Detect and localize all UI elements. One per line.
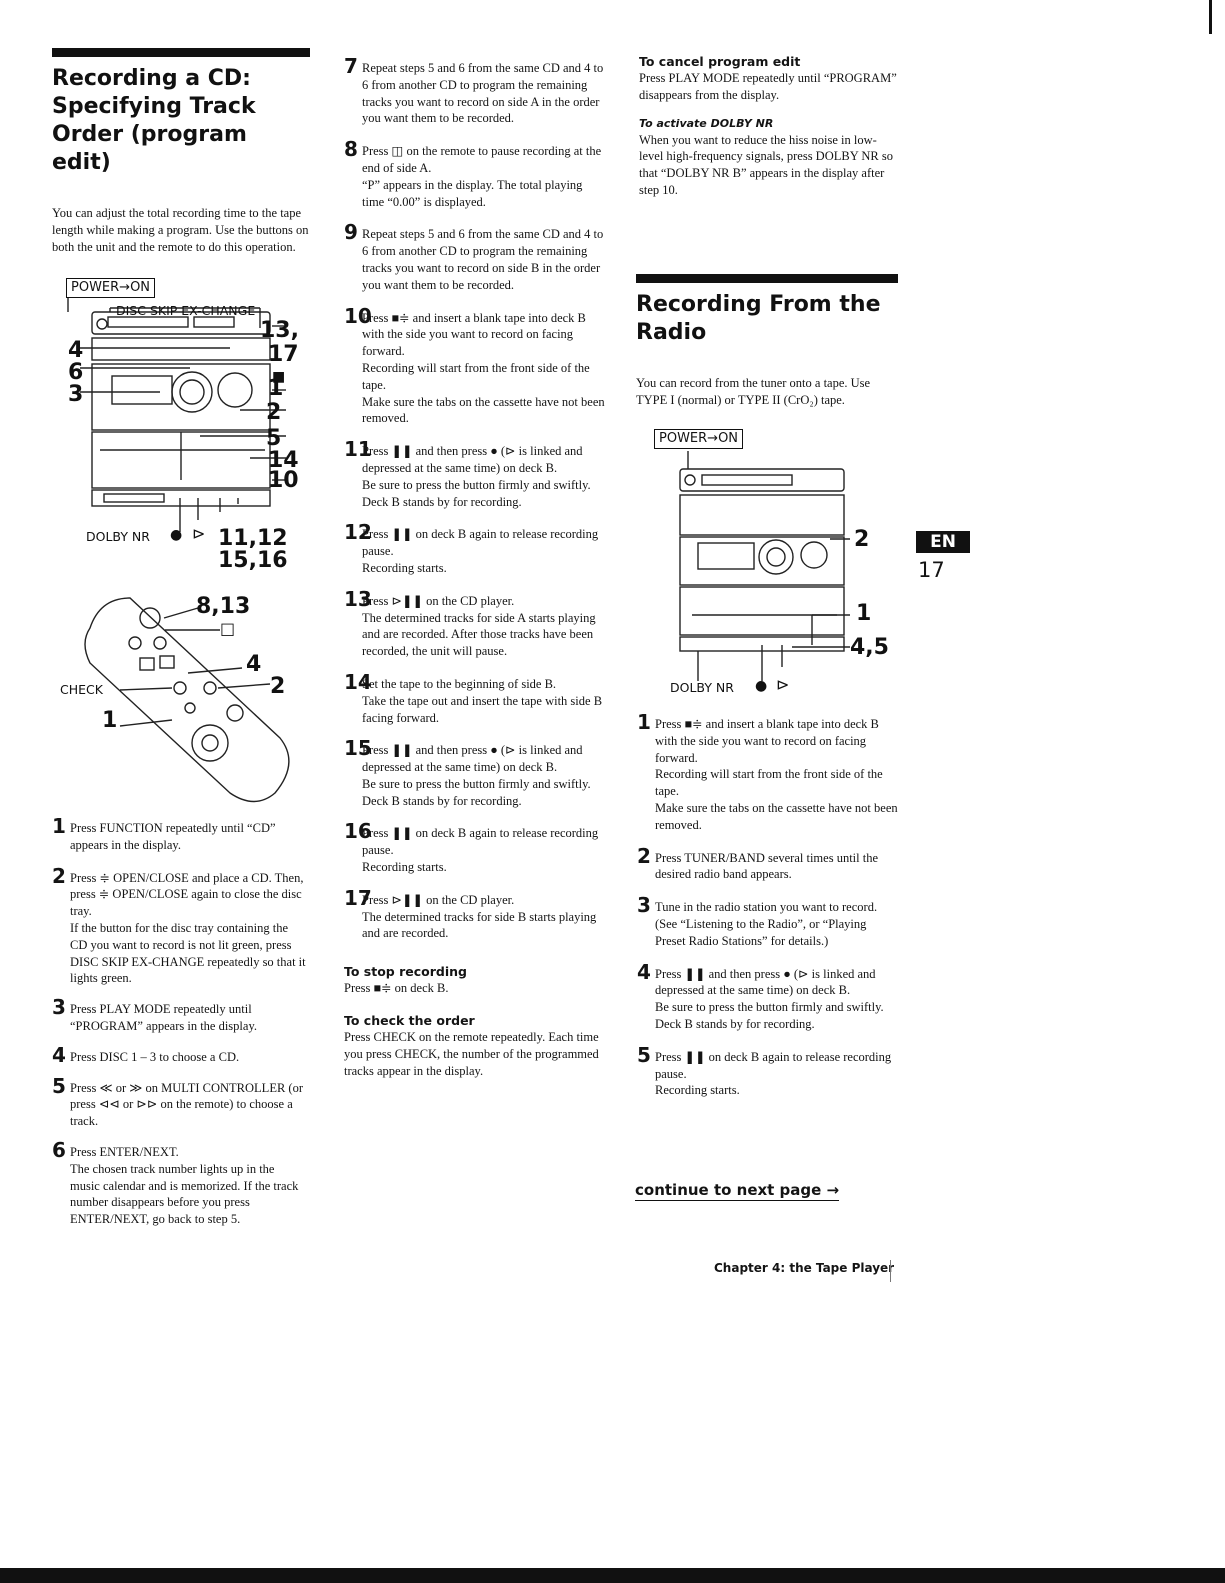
callout-1: 1 xyxy=(268,376,284,401)
callout-17: 17 xyxy=(268,342,299,367)
mid-step-11: 11 Press ❚❚ and then press ● (⊳ is linke… xyxy=(344,437,591,509)
radio-intro: You can record from the tuner onto a tap… xyxy=(636,376,871,407)
left-step-4: 4 Press DISC 1 – 3 to choose a CD. xyxy=(52,1042,240,1067)
callout-2: 2 xyxy=(266,400,282,425)
mid-step-8: 8 Press ◫ on the remote to pause recordi… xyxy=(344,137,602,209)
mid-step-10: 10 Press ■≑ and insert a blank tape into… xyxy=(344,303,605,426)
right-column: To cancel program edit Press PLAY MODE r… xyxy=(639,54,901,199)
remote-diagram: 8,13 □ 4 2 CHECK 1 xyxy=(60,588,320,813)
cancel-program-text: Press PLAY MODE repeatedly until “PROGRA… xyxy=(639,71,897,102)
radio-step-3: 3 Tune in the radio station you want to … xyxy=(637,893,878,948)
section-title-program-edit: Recording a CD: Specifying Track Order (… xyxy=(52,66,256,175)
left-step-3: 3 Press PLAY MODE repeatedly until “PROG… xyxy=(52,995,258,1033)
callout-remote-1: 1 xyxy=(102,708,118,733)
remote-control-illustration xyxy=(84,597,290,803)
radio-step-5: 5 Press ❚❚ on deck B again to release re… xyxy=(637,1042,892,1098)
callout-remote-4: 4 xyxy=(246,652,262,677)
left-step-6: 6 Press ENTER/NEXT. The chosen track num… xyxy=(52,1137,299,1227)
callout-11-12: 11,12 xyxy=(218,526,288,551)
language-badge: EN xyxy=(916,531,970,553)
middle-column: 7 Repeat steps 5 and 6 from the same CD … xyxy=(344,54,606,1079)
scan-bottom-bar xyxy=(0,1568,1225,1583)
radio-callout-4-5: 4,5 xyxy=(850,635,889,660)
mid-step-15: 15 Press ❚❚ and then press ● (⊳ is linke… xyxy=(344,736,591,808)
radio-power-on-label: POWER→ON xyxy=(654,429,744,449)
check-order-head: To check the order xyxy=(344,1013,475,1029)
left-step-2: 2 Press ≑ OPEN/CLOSE and place a CD. The… xyxy=(52,863,306,986)
program-edit-intro: You can adjust the total recording time … xyxy=(52,206,309,254)
stereo-unit-illustration xyxy=(67,294,286,532)
callout-stop: ■ xyxy=(272,369,286,385)
page-number: 17 xyxy=(918,558,945,582)
mid-step-16: 16 Press ❚❚ on deck B again to release r… xyxy=(344,819,599,875)
callout-13: 13, xyxy=(260,318,299,343)
mid-step-14: 14 Set the tape to the beginning of side… xyxy=(344,669,603,725)
left-steps: 1 Press FUNCTION repeatedly until “CD” a… xyxy=(52,814,307,1228)
radio-play-icon: ⊳ xyxy=(776,675,790,694)
dolby-nr-label: DOLBY NR xyxy=(86,529,150,544)
callout-5: 5 xyxy=(266,426,282,451)
mid-step-12: 12 Press ❚❚ on deck B again to release r… xyxy=(344,520,599,575)
radio-step-1: 1 Press ■≑ and insert a blank tape into … xyxy=(637,710,898,832)
radio-callout-1: 1 xyxy=(856,601,872,626)
stop-recording-head: To stop recording xyxy=(344,964,467,980)
section-rule xyxy=(52,48,310,57)
continue-next-page-link[interactable]: continue to next page → xyxy=(635,1181,840,1201)
callout-3: 3 xyxy=(68,382,84,407)
chapter-footer: Chapter 4: the Tape Player xyxy=(714,1261,895,1275)
edge-mark xyxy=(1209,0,1212,34)
callout-remote-2: 2 xyxy=(270,674,286,699)
radio-section-rule xyxy=(636,274,898,283)
stereo-unit-radio-illustration xyxy=(679,451,850,681)
radio-dolby-nr-label: DOLBY NR xyxy=(670,680,734,695)
check-label: CHECK xyxy=(60,682,103,697)
footer-divider xyxy=(890,1260,891,1282)
record-icon: ● xyxy=(170,527,183,543)
mid-step-9: 9 Repeat steps 5 and 6 from the same CD … xyxy=(344,220,604,292)
mid-step-17: 17 Press ⊳❚❚ on the CD player. The deter… xyxy=(344,885,597,941)
radio-section: Recording From the Radio You can record … xyxy=(636,274,898,409)
dolby-nr-head: To activate DOLBY NR xyxy=(639,116,774,130)
callout-8-13: 8,13 xyxy=(196,594,251,619)
radio-record-icon: ● xyxy=(755,678,768,694)
radio-callout-2: 2 xyxy=(854,527,870,552)
pause-square-icon: □ xyxy=(220,619,236,638)
callout-15-16: 15,16 xyxy=(218,548,288,573)
radio-steps: 1 Press ■≑ and insert a blank tape into … xyxy=(637,710,899,1099)
radio-step-2: 2 Press TUNER/BAND several times until t… xyxy=(637,843,879,882)
callout-10: 10 xyxy=(268,468,299,493)
section-title-radio: Recording From the Radio xyxy=(636,292,881,345)
left-step-1: 1 Press FUNCTION repeatedly until “CD” a… xyxy=(52,814,276,852)
callout-6: 6 xyxy=(68,360,84,385)
radio-step-4: 4 Press ❚❚ and then press ● (⊳ is linked… xyxy=(637,959,884,1031)
left-step-5: 5 Press ≪ or ≫ on MULTI CONTROLLER (or p… xyxy=(52,1073,303,1129)
check-order-text: Press CHECK on the remote repeatedly. Ea… xyxy=(344,1030,599,1078)
callout-14: 14 xyxy=(268,448,299,473)
mid-step-7: 7 Repeat steps 5 and 6 from the same CD … xyxy=(344,54,604,126)
disc-skip-label: DISC SKIP EX-CHANGE xyxy=(116,303,256,318)
callout-4: 4 xyxy=(68,338,84,363)
stop-recording-text: Press ■≑ on deck B. xyxy=(344,981,449,996)
left-column: Recording a CD: Specifying Track Order (… xyxy=(52,48,310,255)
power-on-label: POWER→ON xyxy=(66,278,156,298)
unit-diagram-radio: POWER→ON 2 1 4,5 DOLBY NR ● ⊳ xyxy=(652,425,902,700)
dolby-nr-text: When you want to reduce the hiss noise i… xyxy=(639,132,894,197)
unit-diagram-program-edit: POWER→ON DISC SKIP EX-CHANGE 13, 17 ■ 1 … xyxy=(60,272,320,572)
mid-step-13: 13 Press ⊳❚❚ on the CD player. The deter… xyxy=(344,586,596,659)
play-icon: ⊳ xyxy=(192,524,206,543)
cancel-program-head: To cancel program edit xyxy=(639,54,801,69)
